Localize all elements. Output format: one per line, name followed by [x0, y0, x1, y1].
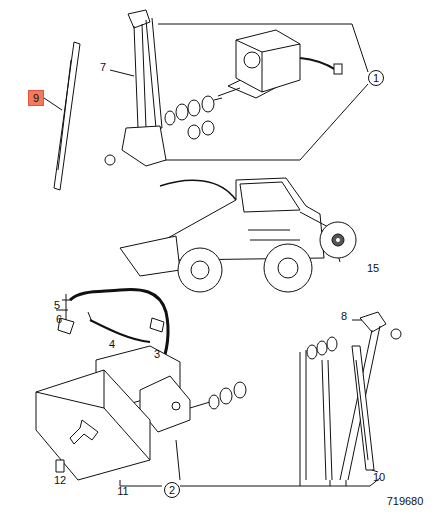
- callout-number: 1: [373, 73, 379, 84]
- drawing-number: 719680: [387, 496, 424, 507]
- wiper-arm: [146, 18, 162, 128]
- callout-number: 9: [33, 93, 39, 104]
- callout-number: 15: [367, 263, 379, 274]
- highlighted-callout: 9: [28, 90, 44, 106]
- callout-number: 11: [117, 486, 128, 497]
- callout-number: 12: [54, 475, 66, 486]
- callout-number: 4: [109, 339, 115, 350]
- wiper-arm: [122, 126, 166, 166]
- callout-number: 10: [373, 472, 385, 483]
- callout-number: 7: [100, 62, 106, 73]
- callout-number: 8: [341, 311, 347, 322]
- leader-line: [44, 98, 62, 110]
- leader-line: [110, 70, 134, 76]
- callout-number: 6: [56, 314, 62, 325]
- motor-cover: [36, 370, 150, 480]
- backhoe-loader: [120, 178, 340, 292]
- wiper-blade: [54, 42, 80, 190]
- detail-circle: [320, 222, 356, 258]
- callout-number: 5: [54, 300, 60, 311]
- group-bracket: [180, 478, 380, 486]
- wiper-arm: [134, 24, 146, 128]
- callout-number: 2: [169, 485, 175, 496]
- callout-circle: 1: [368, 70, 384, 86]
- callout-circle: 2: [164, 482, 180, 498]
- wiper-blade: [58, 60, 71, 170]
- callout-number: 3: [154, 349, 160, 360]
